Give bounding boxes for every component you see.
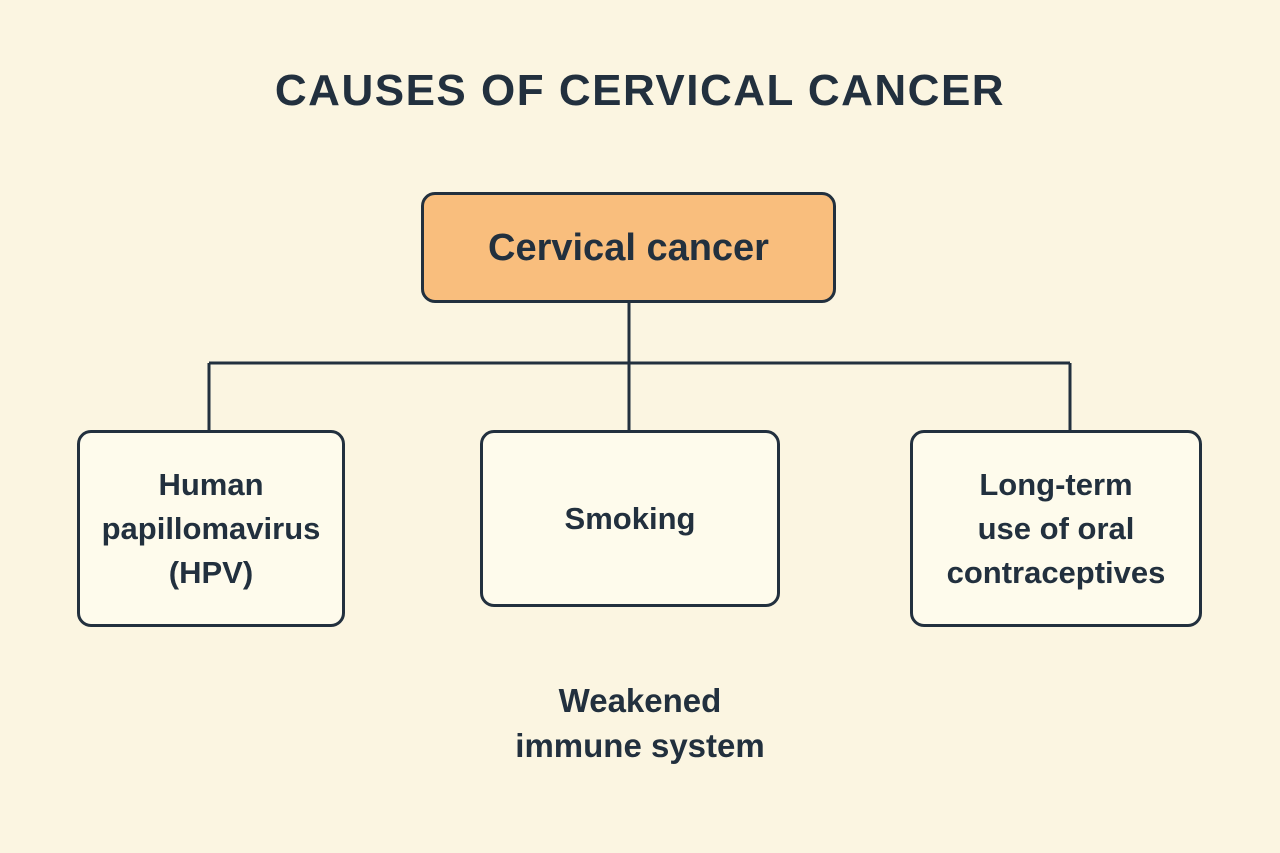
node-smoking-label: Smoking [564,500,696,536]
node-hpv-label: Human papillomavirus (HPV) [101,466,321,590]
node-cervical-cancer: Cervical cancer [421,192,836,303]
page-title: CAUSES OF CERVICAL CANCER [274,66,1006,115]
label-weakened-immune-system: Weakened immune system [515,682,765,764]
node-oral-contraceptives: Long-term use of oral contraceptives [910,430,1202,627]
node-hpv: Human papillomavirus (HPV) [77,430,345,627]
node-smoking: Smoking [480,430,780,607]
node-cervical-cancer-label: Cervical cancer [488,226,769,269]
node-oral-contraceptives-label: Long-term use of oral contraceptives [946,466,1166,590]
